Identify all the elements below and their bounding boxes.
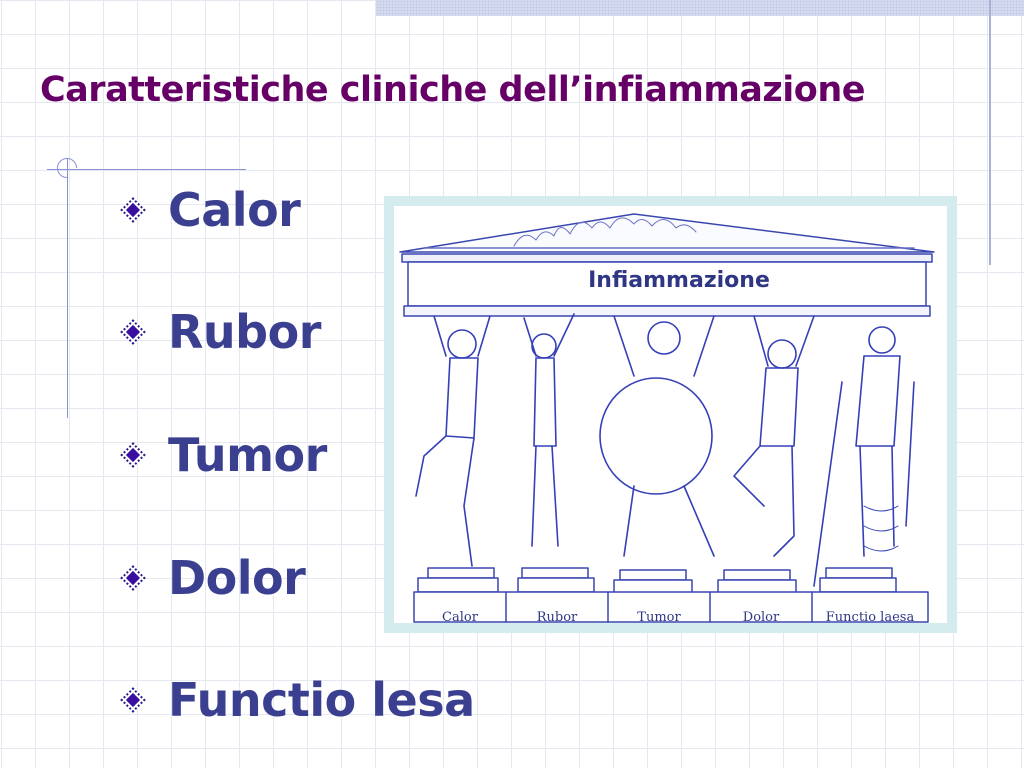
bullet-item-functio-lesa: Functio lesa <box>120 670 475 730</box>
plinth-label-calor: Calor <box>442 610 478 623</box>
bullet-label: Dolor <box>168 551 306 605</box>
bullet-item-rubor: Rubor <box>120 302 321 362</box>
inflammation-temple-illustration: Infiammazione Calor Rubor Tumor Dolor Fu… <box>384 196 957 633</box>
diamond-bullet-icon <box>120 442 146 468</box>
right-decorative-line <box>989 0 991 265</box>
diamond-bullet-icon <box>120 319 146 345</box>
bullet-label: Tumor <box>168 428 327 482</box>
decorative-horizontal-line <box>47 169 246 170</box>
plinth-label-rubor: Rubor <box>536 610 578 623</box>
slide-title: Caratteristiche cliniche dell’infiammazi… <box>40 70 866 110</box>
plinth-label-functio-laesa: Functio laesa <box>825 610 915 623</box>
decorative-circle-icon <box>57 158 77 178</box>
temple-banner-label: Infiammazione <box>588 268 770 293</box>
bullet-item-tumor: Tumor <box>120 425 327 485</box>
bullet-item-dolor: Dolor <box>120 548 306 608</box>
plinth-label-dolor: Dolor <box>742 610 780 623</box>
diamond-bullet-icon <box>120 565 146 591</box>
decorative-vertical-line <box>67 158 68 418</box>
bullet-label: Calor <box>168 183 301 237</box>
plinth-label-tumor: Tumor <box>637 610 681 623</box>
temple-drawing-icon <box>399 213 935 623</box>
top-decorative-band <box>376 0 1024 16</box>
diamond-bullet-icon <box>120 197 146 223</box>
bullet-item-calor: Calor <box>120 180 301 240</box>
diamond-bullet-icon <box>120 687 146 713</box>
bullet-label: Rubor <box>168 305 321 359</box>
illustration-canvas: Infiammazione Calor Rubor Tumor Dolor Fu… <box>394 206 947 623</box>
bullet-label: Functio lesa <box>168 673 475 727</box>
